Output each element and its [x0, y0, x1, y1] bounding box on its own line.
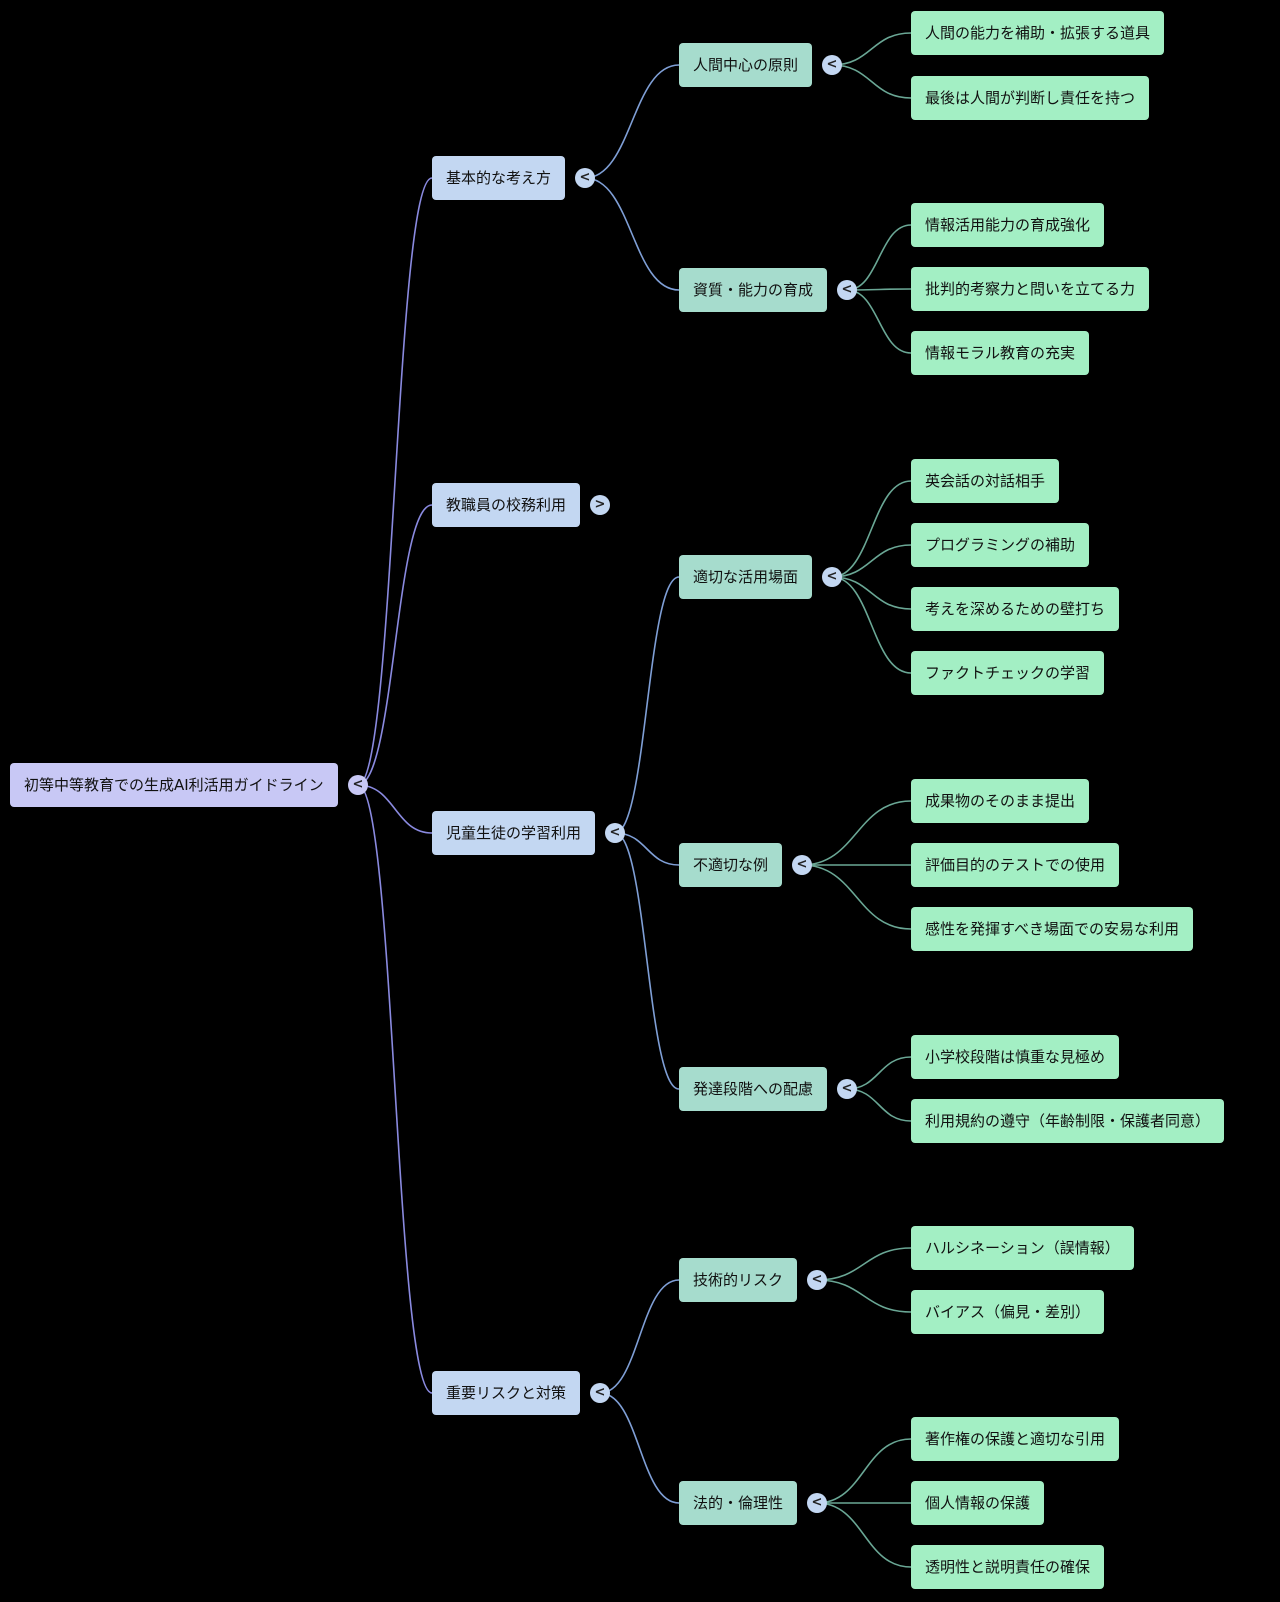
chevron-left-icon[interactable]: < — [807, 1270, 827, 1290]
chevron-left-icon[interactable]: < — [822, 567, 842, 587]
connector-line — [614, 576, 680, 834]
connector-line — [831, 544, 912, 578]
chevron-left-icon[interactable]: < — [348, 775, 368, 795]
mindmap-node-level3[interactable]: 透明性と説明責任の確保 — [911, 1545, 1105, 1589]
mindmap-node-level2[interactable]: 発達段階への配慮 — [679, 1067, 828, 1111]
mindmap-node-level2[interactable]: 技術的リスク — [679, 1258, 798, 1302]
connector-line — [357, 177, 433, 786]
chevron-left-icon[interactable]: < — [605, 823, 625, 843]
mindmap-node-level2[interactable]: 法的・倫理性 — [679, 1481, 798, 1525]
connector-line — [801, 800, 912, 866]
root-node[interactable]: 初等中等教育での生成AI利活用ガイドライン — [10, 763, 338, 807]
mindmap-node-level3[interactable]: 個人情報の保護 — [911, 1481, 1045, 1525]
mindmap-node-level3[interactable]: 感性を発揮すべき場面での安易な利用 — [911, 907, 1193, 951]
connector-line — [357, 784, 433, 1394]
mindmap-node-level3[interactable]: 小学校段階は慎重な見極め — [911, 1035, 1120, 1079]
connector-line — [816, 1247, 912, 1281]
connector-line — [831, 32, 912, 66]
mindmap-node-level2[interactable]: 不適切な例 — [679, 843, 783, 887]
mindmap-node-level3[interactable]: 評価目的のテストでの使用 — [911, 843, 1120, 887]
chevron-left-icon[interactable]: < — [822, 55, 842, 75]
connector-line — [831, 64, 912, 99]
mindmap-node-level3[interactable]: 成果物のそのまま提出 — [911, 779, 1090, 823]
connector-line — [831, 576, 912, 610]
mindmap-node-level2[interactable]: 適切な活用場面 — [679, 555, 813, 599]
connector-line — [831, 576, 912, 674]
mindmap-node-level2[interactable]: 資質・能力の育成 — [679, 268, 828, 312]
chevron-left-icon[interactable]: < — [575, 168, 595, 188]
connector-line — [584, 177, 680, 291]
mindmap-node-level3[interactable]: 情報活用能力の育成強化 — [911, 203, 1105, 247]
mindmap-node-level3[interactable]: ハルシネーション（誤情報） — [911, 1226, 1134, 1270]
mindmap-node-level3[interactable]: 情報モラル教育の充実 — [911, 331, 1090, 375]
connector-line — [816, 1438, 912, 1504]
mindmap-node-level3[interactable]: 最後は人間が判断し責任を持つ — [911, 76, 1150, 120]
connector-line — [357, 504, 433, 786]
mindmap-node-level3[interactable]: 著作権の保護と適切な引用 — [911, 1417, 1120, 1461]
chevron-left-icon[interactable]: < — [837, 1079, 857, 1099]
chevron-left-icon[interactable]: < — [590, 1383, 610, 1403]
connector-line — [584, 64, 680, 179]
chevron-left-icon[interactable]: < — [792, 855, 812, 875]
chevron-left-icon[interactable]: < — [837, 280, 857, 300]
connector-line — [846, 1088, 912, 1122]
connector-line — [614, 832, 680, 866]
chevron-right-icon[interactable]: > — [590, 495, 610, 515]
mindmap-node-level3[interactable]: 利用規約の遵守（年齢制限・保護者同意） — [911, 1099, 1225, 1143]
mindmap-node-level1[interactable]: 教職員の校務利用 — [432, 483, 581, 527]
connector-line — [846, 224, 912, 291]
mindmap-node-level2[interactable]: 人間中心の原則 — [679, 43, 813, 87]
mindmap-node-level3[interactable]: ファクトチェックの学習 — [911, 651, 1105, 695]
connector-line — [846, 289, 912, 354]
chevron-left-icon[interactable]: < — [807, 1493, 827, 1513]
mindmap-node-level1[interactable]: 重要リスクと対策 — [432, 1371, 581, 1415]
mindmap-node-level1[interactable]: 児童生徒の学習利用 — [432, 811, 596, 855]
connector-line — [599, 1279, 680, 1394]
mindmap-node-level3[interactable]: 英会話の対話相手 — [911, 459, 1060, 503]
connector-line — [816, 1502, 912, 1568]
connector-line — [831, 480, 912, 578]
connector-line — [846, 1056, 912, 1090]
connector-line — [801, 864, 912, 930]
mindmap-node-level3[interactable]: 考えを深めるための壁打ち — [911, 587, 1120, 631]
mindmap-node-level3[interactable]: 人間の能力を補助・拡張する道具 — [911, 11, 1165, 55]
connector-line — [599, 1392, 680, 1504]
connector-line — [614, 832, 680, 1090]
mindmap-node-level3[interactable]: 批判的考察力と問いを立てる力 — [911, 267, 1150, 311]
mindmap-node-level1[interactable]: 基本的な考え方 — [432, 156, 566, 200]
connector-line — [357, 784, 433, 834]
mindmap-node-level3[interactable]: プログラミングの補助 — [911, 523, 1090, 567]
connector-line — [816, 1279, 912, 1313]
mindmap-node-level3[interactable]: バイアス（偏見・差別） — [911, 1290, 1105, 1334]
